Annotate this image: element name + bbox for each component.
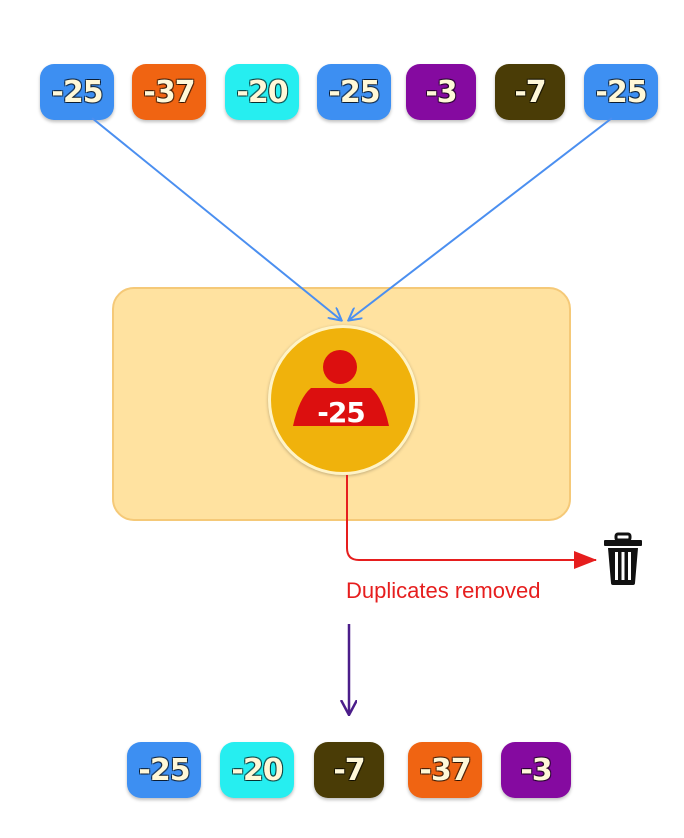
input-value-chip: -25 bbox=[317, 64, 391, 120]
output-value-chip: -3 bbox=[501, 742, 571, 798]
person-icon bbox=[293, 388, 389, 426]
output-value-chip: -25 bbox=[127, 742, 201, 798]
input-value-chip: -7 bbox=[495, 64, 565, 120]
input-value-chip: -25 bbox=[40, 64, 114, 120]
input-value-chip: -3 bbox=[406, 64, 476, 120]
person-icon-head bbox=[323, 350, 357, 384]
input-value-chip: -37 bbox=[132, 64, 206, 120]
operator-value: -25 bbox=[317, 396, 366, 429]
duplicates-removed-label: Duplicates removed bbox=[346, 578, 541, 603]
input-arrow-left bbox=[91, 117, 341, 320]
output-value-chip: -20 bbox=[220, 742, 294, 798]
output-value-chip: -37 bbox=[408, 742, 482, 798]
input-value-chip: -20 bbox=[225, 64, 299, 120]
input-value-chip: -25 bbox=[584, 64, 658, 120]
input-arrow-right bbox=[349, 117, 613, 320]
discard-arrow bbox=[346, 475, 597, 569]
output-value-chip: -7 bbox=[314, 742, 384, 798]
trash-icon bbox=[604, 532, 642, 585]
